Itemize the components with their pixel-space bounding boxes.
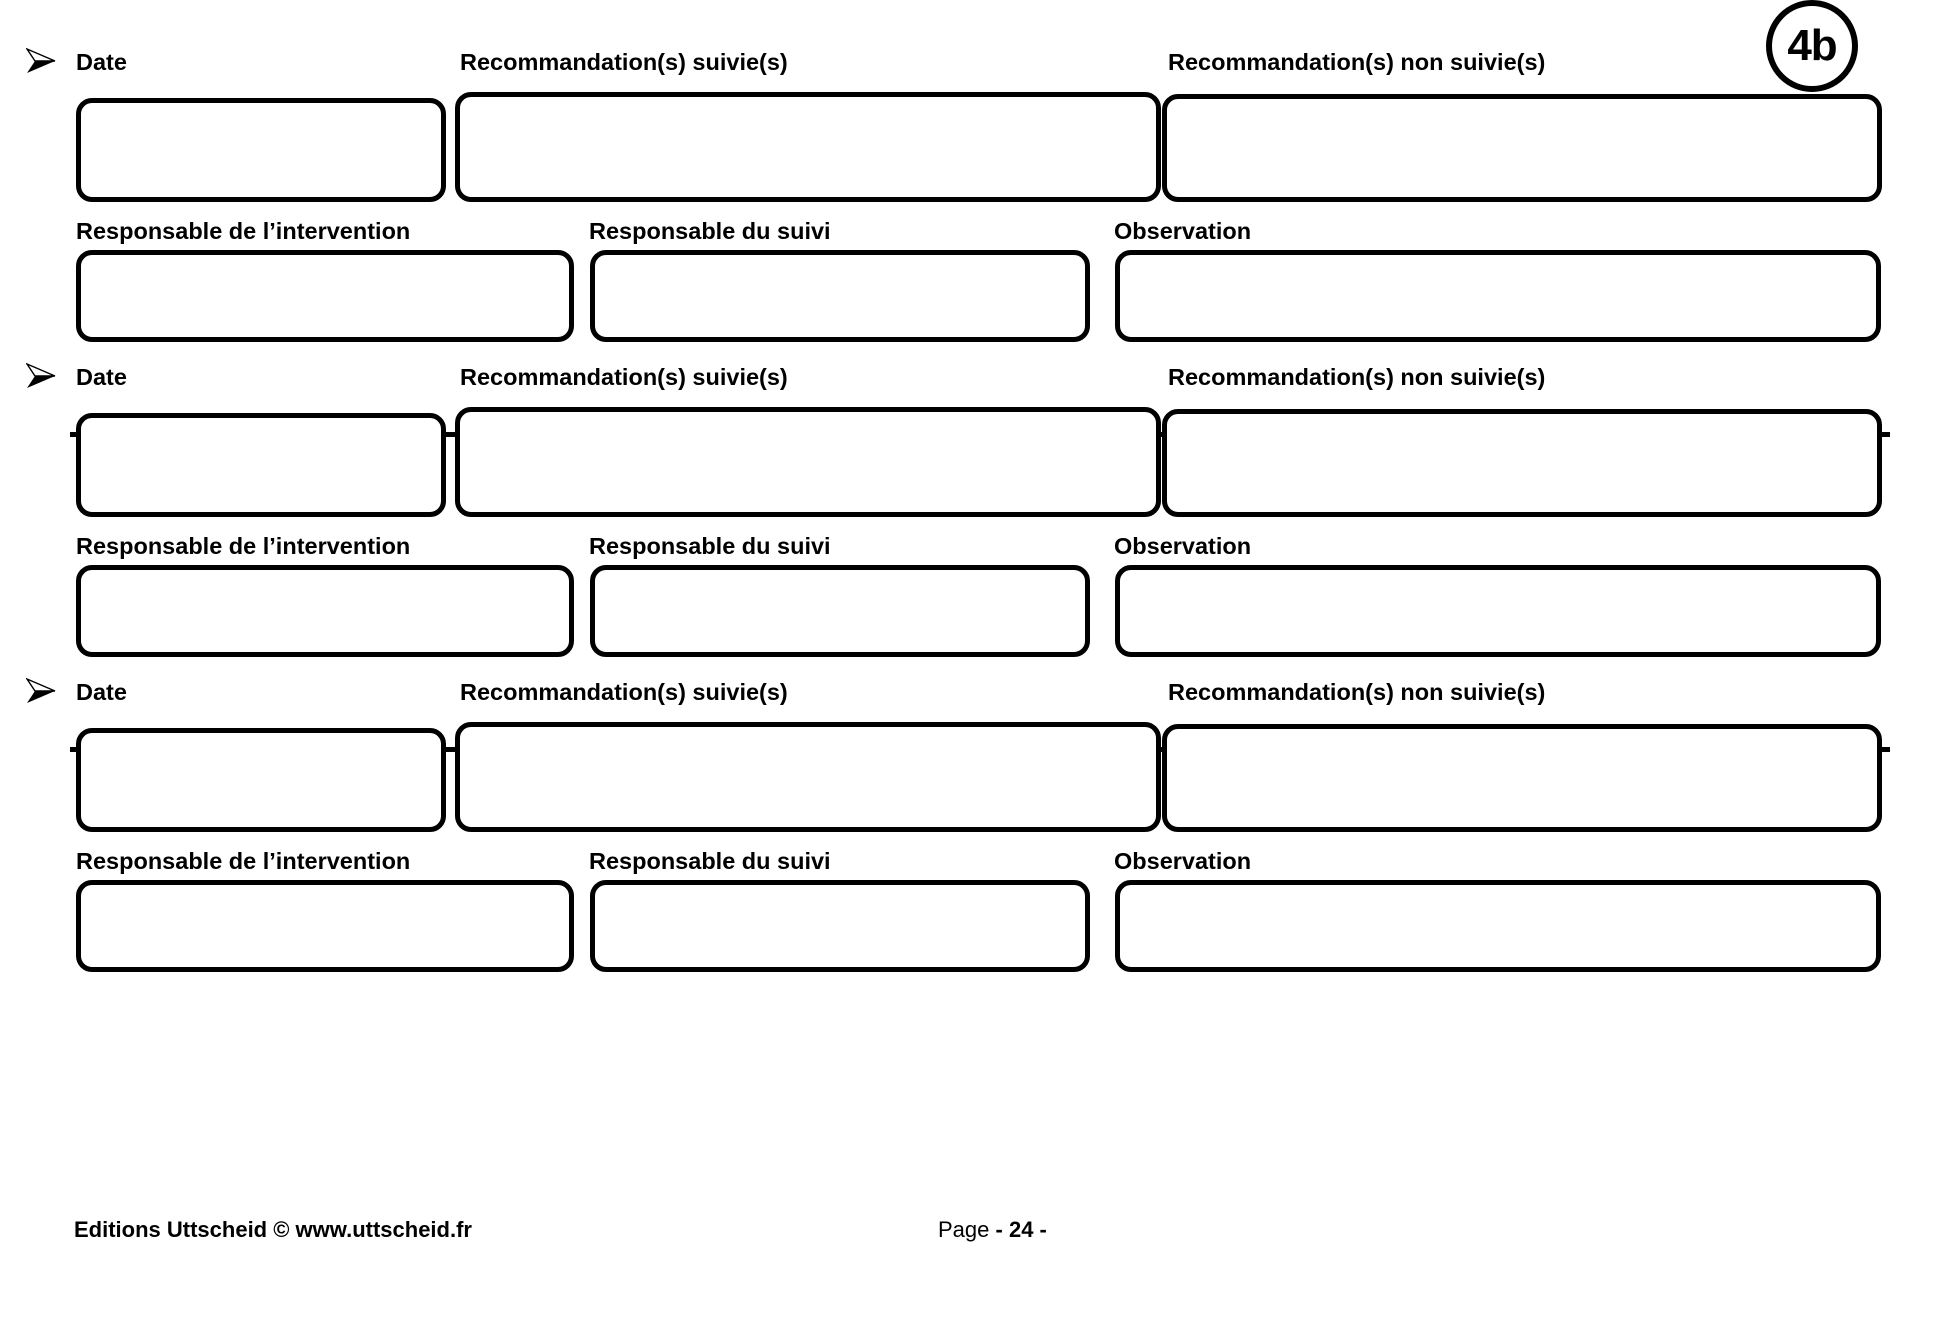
page-number-word: Page (938, 1217, 990, 1242)
input-recommendation-followed-2[interactable] (455, 407, 1161, 517)
label-intervention-manager-3: Responsable de l’intervention (76, 848, 411, 874)
input-recommendation-not-followed-1[interactable] (1162, 94, 1882, 202)
section-3-row-2 (0, 880, 1946, 1000)
input-observation-1[interactable] (1115, 250, 1881, 342)
page-number: Page - 24 - (938, 1217, 1047, 1243)
section-2-row-2 (0, 565, 1946, 685)
input-recommendation-not-followed-2[interactable] (1162, 409, 1882, 517)
input-recommendation-not-followed-3[interactable] (1162, 724, 1882, 832)
label-recommendation-followed-2: Recommandation(s) suivie(s) (460, 364, 788, 390)
section-1-row-1 (0, 80, 1946, 220)
entry-section-3: Date Recommandation(s) suivie(s) Recomma… (0, 676, 1946, 1000)
label-recommendation-followed-3: Recommandation(s) suivie(s) (460, 679, 788, 705)
section-1-subheader-row: Responsable de l’intervention Responsabl… (0, 218, 1946, 250)
input-observation-2[interactable] (1115, 565, 1881, 657)
section-3-header-row: Date Recommandation(s) suivie(s) Recomma… (0, 676, 1946, 710)
label-observation-2: Observation (1114, 533, 1252, 559)
input-observation-3[interactable] (1115, 880, 1881, 972)
input-date-1[interactable] (76, 98, 446, 202)
page-section-badge: 4b (1766, 0, 1858, 92)
label-followup-manager-1: Responsable du suivi (589, 218, 831, 244)
entry-section-1: Date Recommandation(s) suivie(s) Recomma… (0, 46, 1946, 370)
footer-credit: Editions Uttscheid © www.uttscheid.fr (74, 1217, 472, 1242)
input-followup-manager-2[interactable] (590, 565, 1090, 657)
input-intervention-manager-3[interactable] (76, 880, 574, 972)
arrow-bullet-icon (26, 678, 56, 703)
input-date-3[interactable] (76, 728, 446, 832)
label-date-2: Date (76, 364, 127, 390)
label-date-3: Date (76, 679, 127, 705)
page-footer: Editions Uttscheid © www.uttscheid.fr Pa… (0, 1217, 1946, 1257)
section-2-subheader-row: Responsable de l’intervention Responsabl… (0, 533, 1946, 565)
section-2-row-1 (0, 395, 1946, 535)
input-followup-manager-3[interactable] (590, 880, 1090, 972)
input-recommendation-followed-1[interactable] (455, 92, 1161, 202)
section-2-header-row: Date Recommandation(s) suivie(s) Recomma… (0, 361, 1946, 395)
page-number-value: - 24 - (995, 1217, 1047, 1242)
section-3-row-1 (0, 710, 1946, 850)
arrow-bullet-icon (26, 363, 56, 388)
section-3-subheader-row: Responsable de l’intervention Responsabl… (0, 848, 1946, 880)
entry-section-2: Date Recommandation(s) suivie(s) Recomma… (0, 361, 1946, 685)
arrow-bullet-icon (26, 48, 56, 73)
section-1-header-row: Date Recommandation(s) suivie(s) Recomma… (0, 46, 1946, 80)
label-intervention-manager-2: Responsable de l’intervention (76, 533, 411, 559)
label-observation-1: Observation (1114, 218, 1252, 244)
label-followup-manager-2: Responsable du suivi (589, 533, 831, 559)
label-followup-manager-3: Responsable du suivi (589, 848, 831, 874)
label-recommendation-followed-1: Recommandation(s) suivie(s) (460, 49, 788, 75)
label-recommendation-not-followed-1: Recommandation(s) non suivie(s) (1168, 49, 1546, 75)
input-intervention-manager-2[interactable] (76, 565, 574, 657)
label-date-1: Date (76, 49, 127, 75)
input-intervention-manager-1[interactable] (76, 250, 574, 342)
input-followup-manager-1[interactable] (590, 250, 1090, 342)
section-1-row-2 (0, 250, 1946, 370)
label-recommendation-not-followed-3: Recommandation(s) non suivie(s) (1168, 679, 1546, 705)
label-observation-3: Observation (1114, 848, 1252, 874)
label-intervention-manager-1: Responsable de l’intervention (76, 218, 411, 244)
label-recommendation-not-followed-2: Recommandation(s) non suivie(s) (1168, 364, 1546, 390)
badge-label: 4b (1787, 21, 1837, 70)
input-date-2[interactable] (76, 413, 446, 517)
input-recommendation-followed-3[interactable] (455, 722, 1161, 832)
